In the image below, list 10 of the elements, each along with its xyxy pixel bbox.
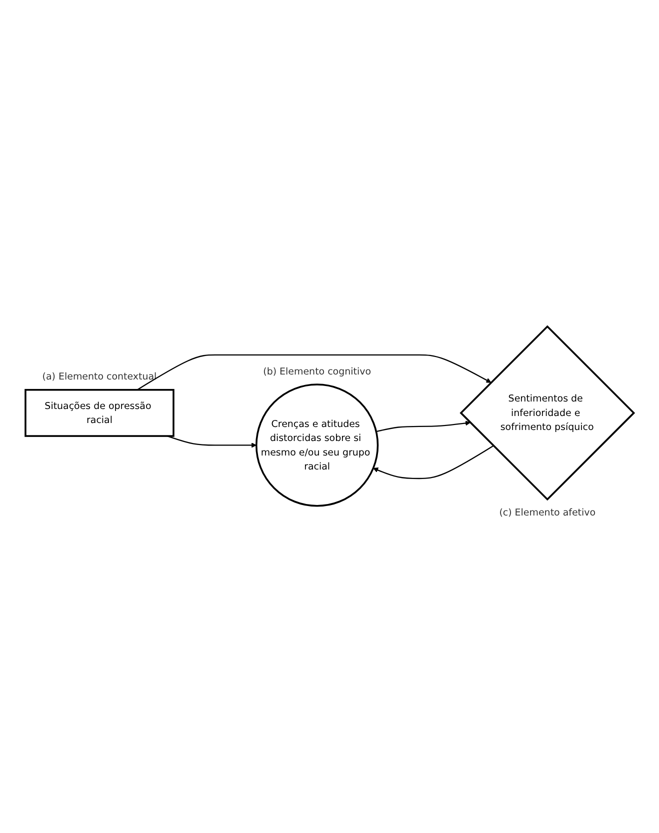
arrow <box>167 436 257 448</box>
node-label: (a) Elemento contextual <box>42 371 157 382</box>
arrow <box>376 420 471 432</box>
node-box: Situações de opressão racial <box>24 389 174 438</box>
node-label: (b) Elemento cognitivo <box>263 366 371 378</box>
node-circle: Crenças e atitudes distorcidas sobre si mesmo e/ou seu grupo racial <box>256 384 379 508</box>
node-label: (c) Elemento afetivo <box>499 506 596 518</box>
node-diamond: Sentimentos de inferioridade e sofrimento psíquico <box>460 326 636 501</box>
arrow <box>373 446 494 480</box>
arrow <box>136 354 492 391</box>
